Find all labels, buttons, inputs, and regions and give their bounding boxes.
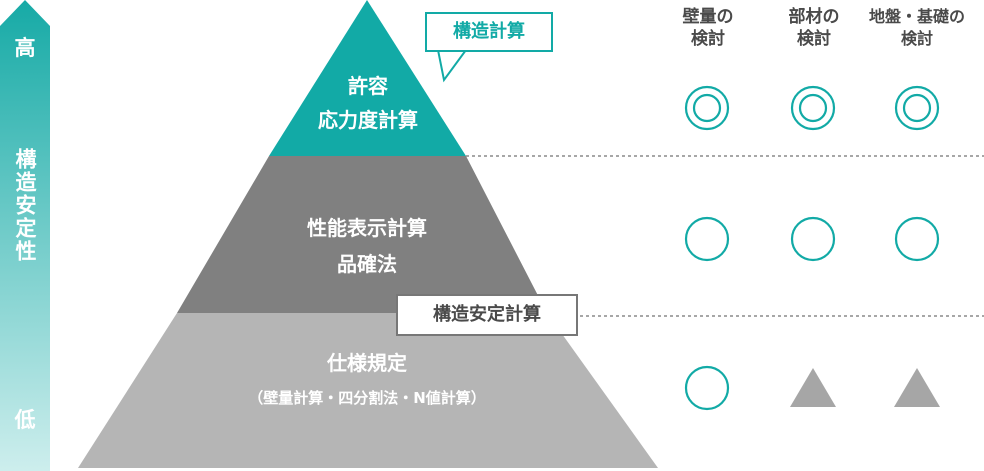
column-header-member-line1: 部材の — [788, 7, 840, 27]
circle-mark-performance-member — [790, 216, 836, 262]
column-header-wall-line2: 検討 — [691, 29, 725, 49]
bottom-tier-line2: （壁量計算・四分割法・N値計算） — [248, 389, 486, 407]
middle-tier-line2: 品確法 — [337, 252, 397, 276]
column-header-member: 部材の 検討 — [759, 6, 869, 50]
double-circle-mark-allowable-stress-member — [790, 85, 836, 131]
double-circle-mark-allowable-stress-foundation — [894, 85, 940, 131]
column-header-member-line2: 検討 — [797, 29, 831, 49]
pyramid-top-tier — [269, 0, 466, 156]
structural-calc-callout: 構造計算 — [425, 12, 553, 52]
low-label: 低 — [14, 408, 36, 432]
column-header-foundation: 地盤・基礎の 検討 — [858, 6, 976, 50]
middle-tier-line1: 性能表示計算 — [307, 216, 427, 240]
top-tier-line2: 応力度計算 — [318, 108, 418, 132]
column-header-wall-line1: 壁量の — [682, 7, 734, 27]
stability-axis-label: 構造安定性 — [13, 148, 37, 263]
bottom-tier-line1: 仕様規定 — [327, 351, 407, 375]
circle-mark-performance-wall — [684, 216, 730, 262]
triangle-mark-specification-foundation — [894, 368, 940, 407]
triangle-mark-specification-member — [790, 368, 836, 407]
pyramid-bottom-tier — [78, 313, 658, 468]
column-header-foundation-line1: 地盤・基礎の — [868, 7, 965, 26]
high-label: 高 — [14, 36, 36, 60]
top-tier-line1: 許容 — [348, 74, 388, 98]
double-circle-mark-allowable-stress-wall — [684, 85, 730, 131]
pyramid-middle-tier — [177, 156, 547, 313]
stability-arrow — [0, 0, 50, 471]
column-header-wall: 壁量の 検討 — [653, 6, 763, 50]
circle-mark-performance-foundation — [894, 216, 940, 262]
structural-stability-calc-callout: 構造安定計算 — [396, 294, 578, 336]
circle-mark-specification-wall — [684, 365, 730, 411]
column-header-foundation-line2: 検討 — [900, 29, 933, 48]
